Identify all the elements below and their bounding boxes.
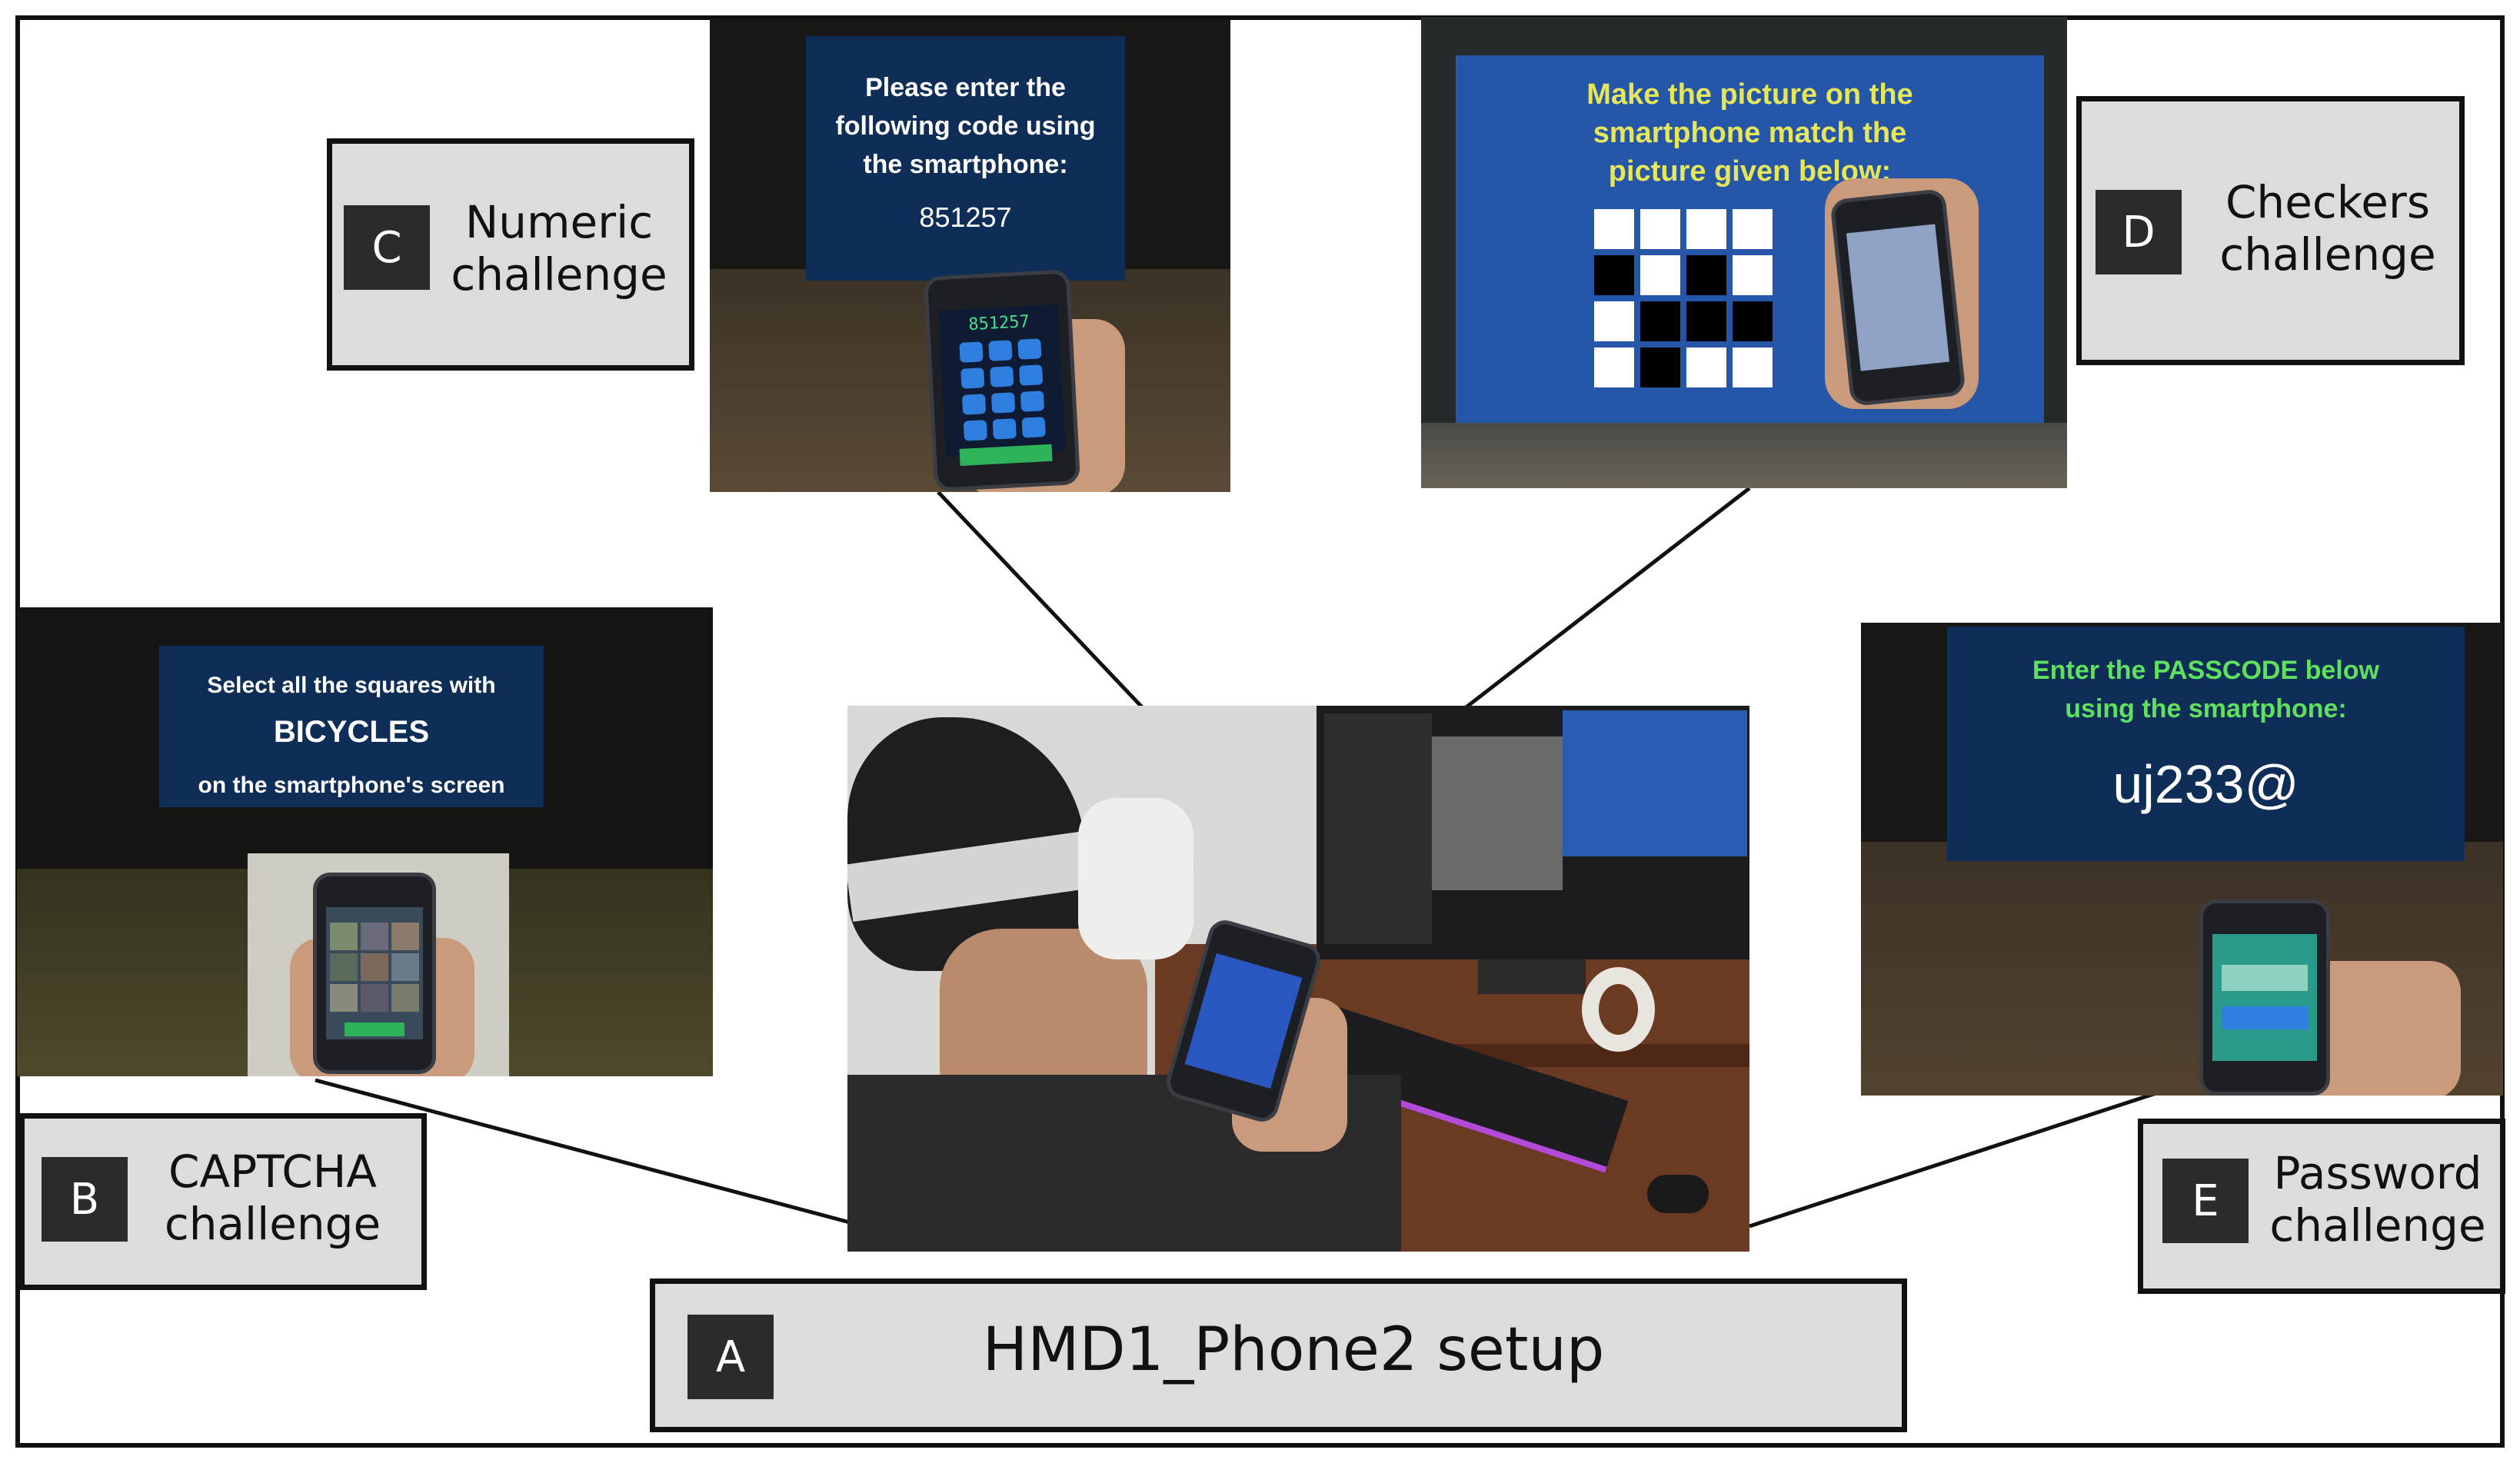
checkers-cell (1733, 347, 1773, 387)
label-d-letter: D (2096, 190, 2182, 274)
checkers-cell (1686, 255, 1726, 295)
label-a-letter: A (687, 1315, 774, 1399)
label-e-text: Password challenge (2259, 1147, 2497, 1252)
connector-c (937, 490, 1147, 713)
checkers-cell (1594, 347, 1634, 387)
checkers-cell (1640, 301, 1680, 341)
setup-phone-screen (1184, 953, 1303, 1089)
setup-photo (847, 706, 1749, 1252)
checkers-cell (1594, 301, 1634, 341)
label-e-letter: E (2162, 1159, 2249, 1243)
captcha-phone-screen (326, 907, 423, 1039)
setup-monitor (1317, 706, 1749, 959)
label-numeric-challenge: C Numeric challenge (327, 138, 694, 371)
label-c-letter: C (344, 205, 430, 290)
label-d-text: Checkers challenge (2197, 176, 2458, 281)
password-phone-screen (2212, 934, 2317, 1061)
setup-vr-controller (1582, 967, 1655, 1052)
connector-b (315, 1078, 851, 1225)
label-password-challenge: E Password challenge (2138, 1119, 2505, 1294)
captcha-keyword: BICYCLES (273, 715, 430, 749)
checkers-line1: Make the picture on the (1586, 78, 1913, 111)
password-phone (2199, 899, 2330, 1096)
label-c-line2: challenge (451, 248, 667, 301)
numeric-code: 851257 (919, 201, 1012, 233)
password-instruction-panel: Enter the PASSCODE below using the smart… (1947, 627, 2465, 861)
captcha-challenge-screenshot: Select all the squares with BICYCLES on … (17, 607, 713, 1076)
checkers-cell (1594, 255, 1634, 295)
numeric-phone: 851257 (923, 269, 1081, 492)
connector-e (1749, 1089, 2162, 1229)
numeric-line3: the smartphone: (863, 150, 1068, 179)
password-line2: using the smartphone: (2065, 694, 2347, 723)
captcha-phone-grid (326, 923, 423, 1012)
checkers-phone (1829, 188, 1966, 407)
checkers-cell (1594, 209, 1634, 249)
numeric-phone-display: 851257 (967, 312, 1030, 335)
label-a-text: HMD1_Phone2 setup (982, 1315, 1605, 1385)
checkers-cell (1640, 347, 1680, 387)
label-b-line2: challenge (164, 1198, 381, 1251)
checkers-cell (1733, 301, 1773, 341)
label-e-line2: challenge (2269, 1199, 2486, 1252)
checkers-cell (1733, 209, 1773, 249)
checkers-scene-ground (1421, 423, 2067, 488)
captcha-line1: Select all the squares with (207, 673, 496, 698)
numeric-line1: Please enter the (865, 73, 1066, 102)
checkers-cell (1686, 209, 1726, 249)
label-c-text: Numeric challenge (440, 196, 678, 301)
numeric-challenge-screenshot: Please enter the following code using th… (710, 19, 1230, 492)
checkers-phone-screen (1846, 224, 1950, 371)
label-c-line1: Numeric (464, 196, 654, 248)
password-challenge-screenshot: Enter the PASSCODE below using the smart… (1861, 623, 2503, 1096)
checkers-pattern-grid (1594, 209, 1773, 387)
label-checkers-challenge: D Checkers challenge (2076, 96, 2465, 365)
numeric-phone-submit (959, 444, 1053, 466)
label-b-letter: B (42, 1157, 128, 1242)
checkers-cell (1640, 255, 1680, 295)
numeric-keypad (940, 337, 1064, 442)
numeric-phone-screen: 851257 (938, 304, 1066, 466)
setup-vr-headset (1078, 798, 1193, 959)
label-setup: A HMD1_Phone2 setup (650, 1278, 1907, 1432)
label-captcha-challenge: B CAPTCHA challenge (19, 1113, 427, 1290)
password-line1: Enter the PASSCODE below (2032, 656, 2379, 685)
captcha-line3: on the smartphone's screen (198, 773, 505, 798)
setup-monitor-stand (1478, 959, 1586, 994)
captcha-phone-submit (345, 1022, 404, 1036)
numeric-line2: following code using (835, 111, 1096, 141)
label-d-line1: Checkers (2225, 176, 2431, 228)
label-d-line2: challenge (2219, 228, 2436, 281)
checkers-challenge-screenshot: Make the picture on the smartphone match… (1421, 17, 2067, 488)
connector-d (1460, 487, 1751, 713)
checkers-cell (1640, 209, 1680, 249)
checkers-instruction-panel: Make the picture on the smartphone match… (1456, 55, 2044, 424)
label-e-line1: Password (2273, 1147, 2482, 1199)
checkers-line2: smartphone match the (1593, 117, 1907, 149)
checkers-cell (1686, 347, 1726, 387)
captcha-instruction-panel: Select all the squares with BICYCLES on … (159, 646, 544, 807)
label-b-line1: CAPTCHA (168, 1145, 377, 1198)
numeric-instruction-panel: Please enter the following code using th… (806, 36, 1125, 281)
setup-mouse (1647, 1175, 1709, 1213)
checkers-cell (1686, 301, 1726, 341)
password-code: uj233@ (2112, 754, 2299, 814)
label-b-text: CAPTCHA challenge (140, 1145, 405, 1251)
checkers-cell (1733, 255, 1773, 295)
captcha-phone (313, 873, 436, 1074)
